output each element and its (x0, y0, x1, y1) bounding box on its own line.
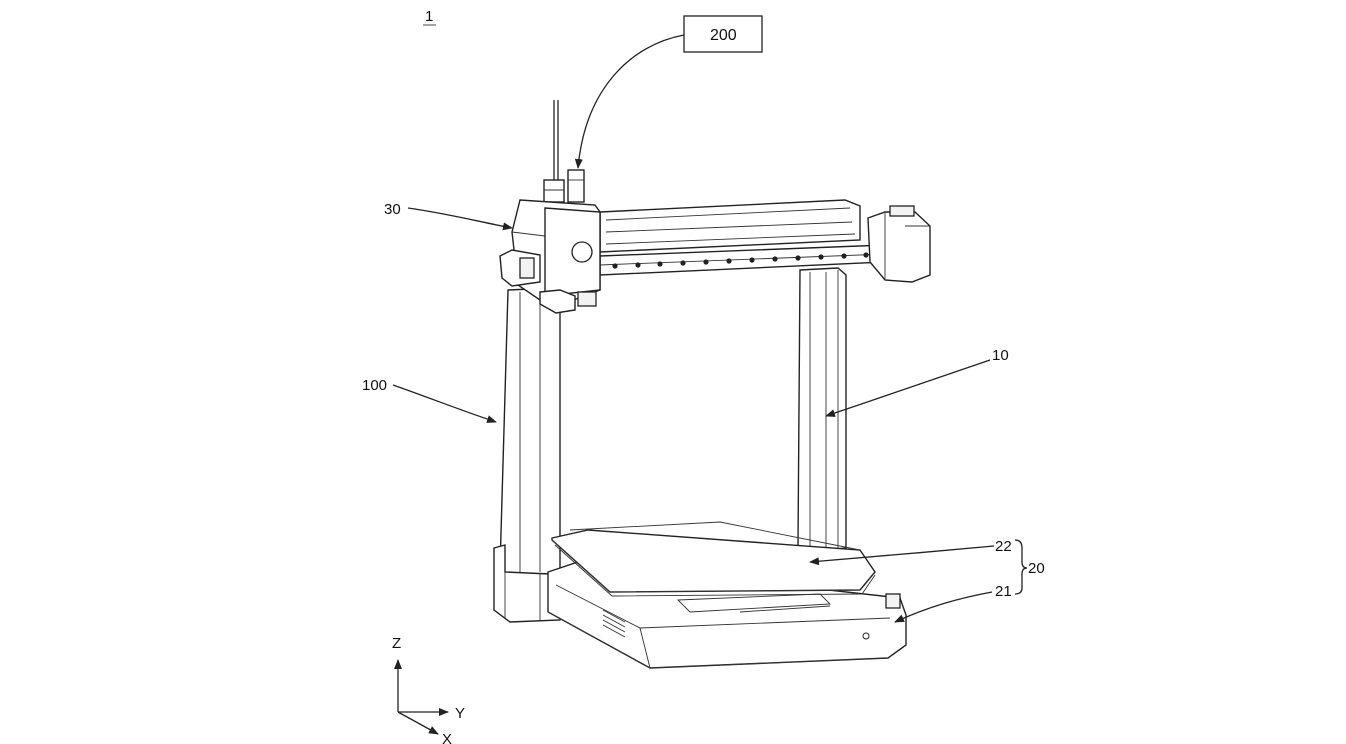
label-head: 30 (384, 201, 401, 218)
figure-number: 1 (423, 8, 436, 26)
coordinate-axes: Z Y X (392, 635, 465, 744)
x-motor (867, 205, 931, 283)
leader-head (407, 207, 513, 231)
leader-lines (392, 207, 1028, 623)
z-axis-label: Z (392, 635, 401, 652)
label-bed-plate: 22 (995, 538, 1012, 555)
print-head (499, 100, 601, 314)
left-column (493, 287, 561, 623)
external-device-box-frame (683, 15, 763, 53)
base-vent (602, 609, 626, 638)
right-column (797, 267, 847, 553)
reference-labels: 30 100 10 22 21 20 (362, 201, 1045, 600)
label-frame-right: 10 (992, 347, 1009, 364)
y-axis-label: Y (455, 705, 465, 722)
x-axis-arrow (397, 711, 439, 735)
bed-group-brace (1014, 539, 1028, 595)
label-frame-left: 100 (362, 377, 387, 394)
external-device-box: 200 (683, 15, 763, 53)
external-device-label: 200 (710, 27, 737, 44)
label-bed-base: 21 (995, 583, 1012, 600)
leader-bed-plate (809, 545, 995, 566)
label-bed-group: 20 (1028, 560, 1045, 577)
gantry-beam (599, 199, 886, 276)
rail-holes (612, 252, 869, 269)
figure-number-text: 1 (425, 8, 433, 25)
x-axis-label: X (442, 731, 452, 744)
leader-bed-base (894, 591, 993, 623)
printer-drawing (493, 100, 931, 669)
leader-frame-right (825, 359, 991, 417)
bed-plate (551, 521, 876, 597)
leader-frame-left (392, 384, 497, 423)
connection-cable-arrow (574, 34, 685, 169)
